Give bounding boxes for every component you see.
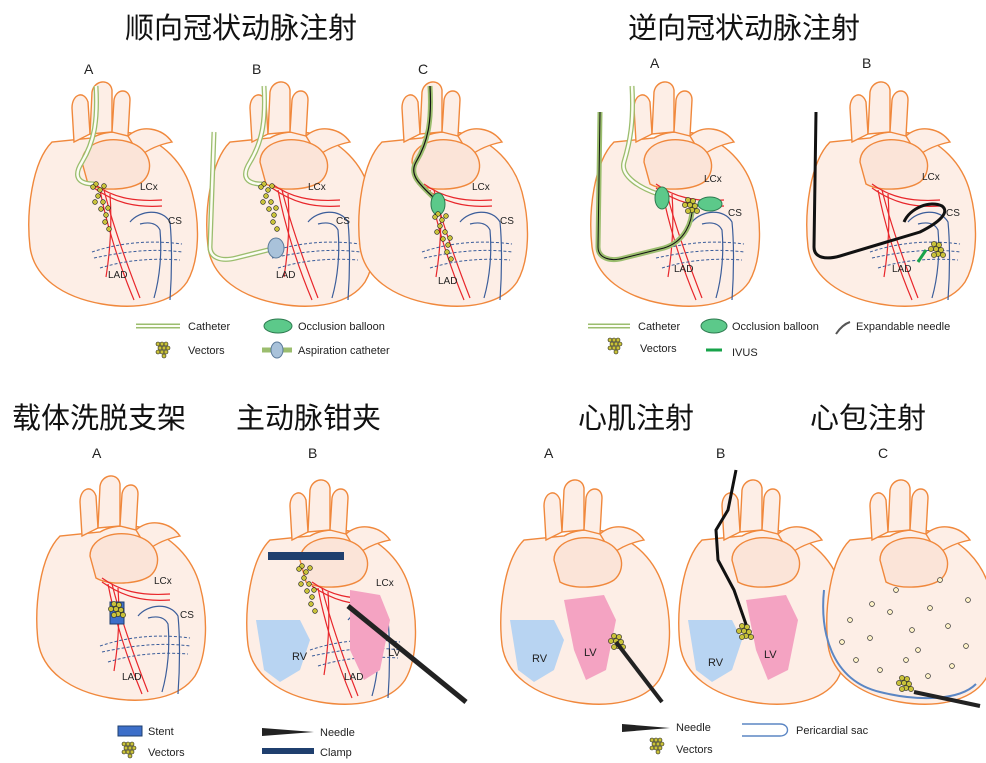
svg-text:RV: RV xyxy=(708,657,724,669)
legend-injection: Needle Pericardial sac Vectors xyxy=(622,722,869,756)
svg-text:LCx: LCx xyxy=(704,174,722,185)
svg-text:LCx: LCx xyxy=(154,576,172,587)
panel-label: C xyxy=(878,445,888,461)
svg-text:RV: RV xyxy=(292,651,308,663)
ivus-marker xyxy=(916,249,928,263)
heart-myocardial-a: A RV LV xyxy=(500,445,671,705)
svg-text:CS: CS xyxy=(728,208,742,219)
svg-text:CS: CS xyxy=(180,610,194,621)
vector-dots xyxy=(839,577,971,679)
svg-text:LAD: LAD xyxy=(674,264,693,275)
panel-label: B xyxy=(716,445,725,461)
legend-vectors: Vectors xyxy=(676,744,713,756)
panel-label: B xyxy=(308,445,317,461)
title-myocardial: 心肌注射 xyxy=(578,401,694,435)
clamp-graphic xyxy=(268,552,344,560)
title-retrograde: 逆向冠状动脉注射 xyxy=(628,11,860,45)
title-clamp: 主动脉钳夹 xyxy=(236,401,381,435)
legend-stent-clamp: Stent Vectors Needle Clamp xyxy=(117,725,355,759)
legend-occlusion-balloon: Occlusion balloon xyxy=(732,321,819,333)
heart-antegrade-a: A LCx CS LAD xyxy=(28,61,199,307)
label-cs: CS xyxy=(168,216,182,227)
heart-stent-a: A LCx CS LAD xyxy=(36,445,207,701)
legend-retrograde: Catheter Occlusion balloon Expandable ne… xyxy=(588,318,950,359)
legend-catheter: Catheter xyxy=(188,321,231,333)
panel-label: A xyxy=(84,61,94,77)
svg-text:LAD: LAD xyxy=(438,276,457,287)
svg-text:LCx: LCx xyxy=(376,578,394,589)
legend-pericardial-sac: Pericardial sac xyxy=(796,725,869,737)
needle xyxy=(346,604,468,704)
lv-region xyxy=(350,590,390,680)
title-stent: 载体洗脱支架 xyxy=(12,401,186,435)
heart-retrograde-b: B LCx CS LAD xyxy=(806,55,977,307)
heart-retrograde-a: A LCx CS LAD xyxy=(590,55,761,307)
heart-antegrade-c: C LCx CS LAD xyxy=(358,61,529,307)
needle-path xyxy=(714,469,750,631)
legend-vectors: Vectors xyxy=(640,343,677,355)
legend-clamp: Clamp xyxy=(320,747,352,759)
svg-text:LAD: LAD xyxy=(344,672,363,683)
needle-curve-icon xyxy=(835,321,851,335)
panel-label: B xyxy=(252,61,261,77)
aspiration-balloon xyxy=(267,237,285,259)
svg-text:CS: CS xyxy=(336,216,350,227)
panel-label: C xyxy=(418,61,428,77)
legend-catheter: Catheter xyxy=(638,321,681,333)
svg-text:LV: LV xyxy=(584,647,597,659)
legend-vectors: Vectors xyxy=(148,747,185,759)
heart-clamp-b: B LCx RV LV LAD xyxy=(246,445,468,705)
svg-text:LAD: LAD xyxy=(276,270,295,281)
svg-text:LCx: LCx xyxy=(922,172,940,183)
svg-text:LAD: LAD xyxy=(122,672,141,683)
legend-aspiration-catheter: Aspiration catheter xyxy=(298,345,390,357)
svg-text:CS: CS xyxy=(946,208,960,219)
svg-text:LCx: LCx xyxy=(308,182,326,193)
legend-vectors-icon xyxy=(155,341,171,359)
heart-myocardial-b: B RV LV xyxy=(678,445,849,705)
panel-label: A xyxy=(650,55,660,71)
retrograde-catheter xyxy=(812,111,947,260)
legend-ivus: IVUS xyxy=(732,347,758,359)
rv-region xyxy=(256,620,310,682)
legend-antegrade: Catheter Occlusion balloon Vectors Aspir… xyxy=(136,318,390,359)
legend-needle: Needle xyxy=(320,727,355,739)
svg-text:LV: LV xyxy=(764,649,777,661)
title-antegrade: 顺向冠状动脉注射 xyxy=(125,11,357,45)
heart-antegrade-b: B LCx CS LAD xyxy=(206,61,377,307)
legend-needle: Needle xyxy=(676,722,711,734)
panel-label: A xyxy=(92,445,102,461)
pericardial-sac xyxy=(822,589,977,700)
panel-label: B xyxy=(862,55,871,71)
panel-label: A xyxy=(544,445,554,461)
svg-text:LCx: LCx xyxy=(472,182,490,193)
legend-stent: Stent xyxy=(148,726,174,738)
legend-expandable-needle: Expandable needle xyxy=(856,321,950,333)
svg-text:LAD: LAD xyxy=(892,264,911,275)
legend-balloon-swatch xyxy=(263,318,293,334)
heart-pericardial-c: C xyxy=(822,445,986,708)
svg-text:LV: LV xyxy=(388,647,401,659)
title-pericardial: 心包注射 xyxy=(810,401,926,435)
legend-occlusion-balloon: Occlusion balloon xyxy=(298,321,385,333)
legend-vectors: Vectors xyxy=(188,345,225,357)
label-lcx: LCx xyxy=(140,182,158,193)
svg-text:RV: RV xyxy=(532,653,548,665)
svg-text:CS: CS xyxy=(500,216,514,227)
label-lad: LAD xyxy=(108,270,127,281)
